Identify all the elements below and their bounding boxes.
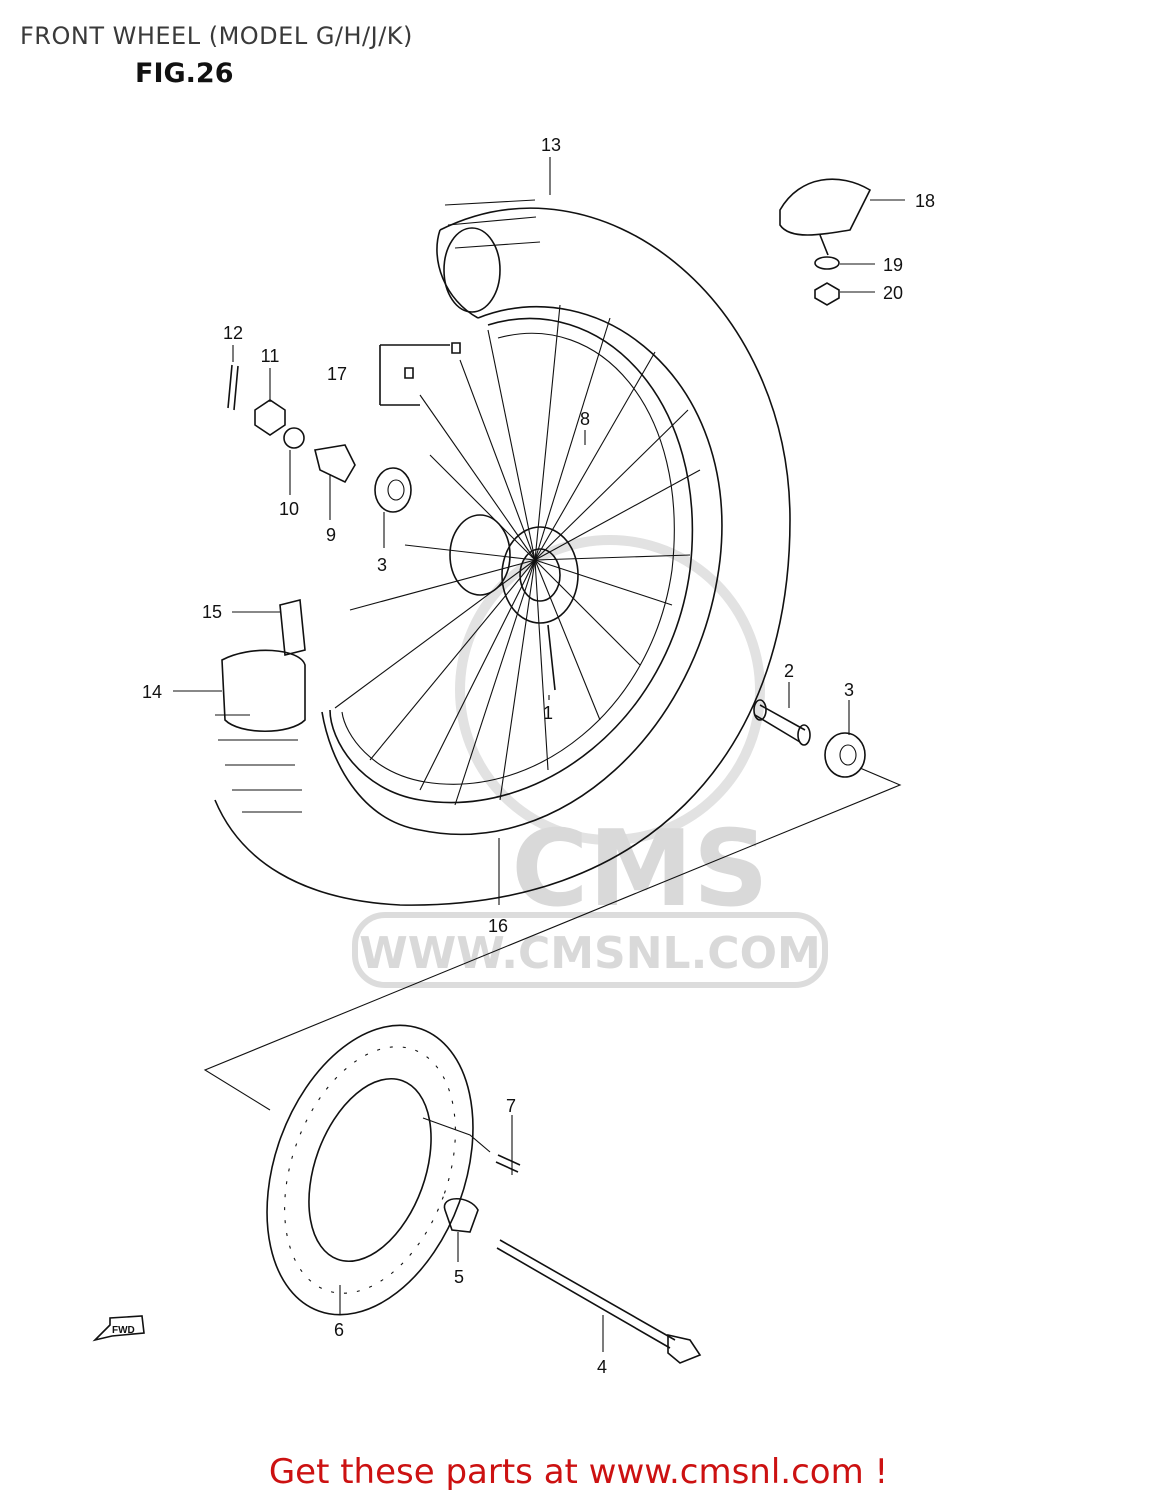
callout-7: 7 — [506, 1096, 516, 1116]
promo-link[interactable]: Get these parts at www.cmsnl.com ! — [268, 1452, 889, 1492]
callout-5: 5 — [454, 1267, 464, 1287]
axle-parts-bottom — [443, 1154, 702, 1364]
callout-9: 9 — [326, 525, 336, 545]
callout-19: 19 — [883, 255, 903, 275]
callout-20: 20 — [883, 283, 903, 303]
callout-16: 16 — [488, 916, 508, 936]
callout-2: 2 — [784, 661, 794, 681]
figure-number: FIG.26 — [135, 58, 234, 89]
fwd-label: FWD — [112, 1325, 135, 1336]
diagram-title: FRONT WHEEL (MODEL G/H/J/K) — [20, 22, 413, 50]
callout-6: 6 — [334, 1320, 344, 1340]
callout-labels: 13 18 19 20 12 11 17 8 10 9 3 15 2 14 3 … — [142, 135, 935, 1377]
watermark-brand: CMS — [511, 808, 768, 930]
spacer-bearing — [753, 699, 866, 778]
callout-17: 17 — [327, 364, 347, 384]
callout-15: 15 — [202, 602, 222, 622]
callout-3-lower: 3 — [844, 680, 854, 700]
brake-disc — [266, 1024, 474, 1316]
spoke-nipples — [379, 342, 461, 406]
callout-13: 13 — [541, 135, 561, 155]
callout-18: 18 — [915, 191, 935, 211]
callout-12: 12 — [223, 323, 243, 343]
rim — [329, 317, 694, 804]
forward-arrow-icon: FWD — [92, 1315, 145, 1342]
rim-strip — [215, 598, 306, 813]
leader-lines — [173, 157, 905, 1352]
callout-14: 14 — [142, 682, 162, 702]
valve-parts — [779, 178, 872, 306]
callout-8: 8 — [580, 409, 590, 429]
callout-1: 1 — [543, 703, 553, 723]
callout-3-upper: 3 — [377, 555, 387, 575]
hub — [449, 514, 579, 691]
callout-4: 4 — [597, 1357, 607, 1377]
watermark: CMS WWW.CMSNL.COM — [352, 535, 828, 988]
spokes — [334, 304, 701, 806]
callout-11: 11 — [261, 346, 280, 366]
tire — [214, 199, 791, 906]
callout-10: 10 — [279, 499, 299, 519]
assembly-lines — [203, 767, 902, 1111]
watermark-url: WWW.CMSNL.COM — [359, 928, 821, 979]
axle-parts-left — [227, 364, 412, 513]
